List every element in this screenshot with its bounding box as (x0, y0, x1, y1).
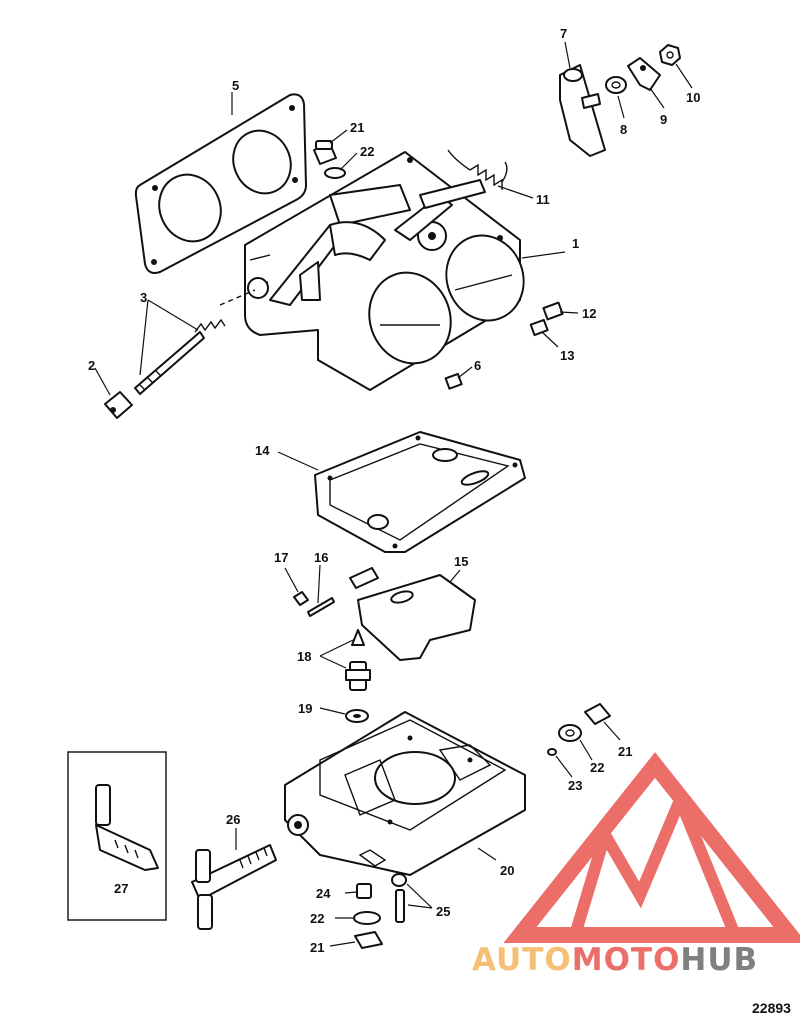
callout-22-bottom: 22 (310, 911, 324, 926)
part-7-bracket (559, 64, 606, 157)
part-22-washer-top (324, 167, 346, 179)
part-14-gasket (314, 431, 526, 553)
callout-19: 19 (298, 701, 312, 716)
part-21-screw-top (313, 140, 337, 165)
callout-11: 11 (536, 192, 550, 207)
part-26-fitting (191, 844, 277, 930)
watermark-hub: HUB (680, 942, 758, 978)
part-18-needle-seat (345, 629, 371, 691)
figure-number: 22893 (752, 1000, 791, 1016)
callout-8: 8 (620, 122, 627, 137)
callout-3: 3 (140, 290, 147, 305)
callout-23: 23 (568, 778, 582, 793)
callout-15: 15 (454, 554, 468, 569)
part-25-screws (391, 873, 407, 923)
watermark-auto: AUTO (472, 942, 572, 978)
part-8-washer (605, 76, 627, 94)
callout-21-right: 21 (618, 744, 632, 759)
callout-26: 26 (226, 812, 240, 827)
part-24-plug (356, 883, 372, 899)
callout-14: 14 (255, 443, 270, 458)
callout-27: 27 (114, 881, 128, 896)
part-19-gasket-ring (345, 709, 369, 723)
part-13-screw (529, 318, 549, 337)
leader-lines (94, 41, 693, 947)
callout-20: 20 (500, 863, 514, 878)
callout-22-top: 22 (360, 144, 374, 159)
callout-12: 12 (582, 306, 596, 321)
callout-6: 6 (474, 358, 481, 373)
part-10-nut (659, 44, 681, 66)
part-21-screw-bottom (354, 931, 383, 949)
part-21-screw-right (584, 703, 611, 725)
part-16-pin (307, 597, 335, 617)
part-20-float-bowl (284, 711, 526, 876)
callout-9: 9 (660, 112, 667, 127)
callout-21-top: 21 (350, 120, 364, 135)
callout-22-right: 22 (590, 760, 604, 775)
callout-16: 16 (314, 550, 328, 565)
callout-5: 5 (232, 78, 239, 93)
part-3-needle-spring (134, 318, 226, 395)
callout-21-bottom: 21 (310, 940, 324, 955)
callout-24: 24 (316, 886, 331, 901)
part-22-washer-bottom (353, 911, 381, 925)
part-17-clip (293, 591, 309, 606)
part-9-lever (627, 57, 661, 91)
callout-25: 25 (436, 904, 450, 919)
part-23-screw-small (547, 748, 557, 756)
callout-7: 7 (560, 26, 567, 41)
svg-text:AUTOMOTOHUB: AUTOMOTOHUB (472, 942, 758, 978)
watermark-triangle-logo (503, 752, 800, 943)
part-11-spring (447, 149, 508, 190)
automotohub-watermark: AUTOMOTOHUB (472, 752, 800, 978)
callout-10: 10 (686, 90, 700, 105)
callout-1: 1 (572, 236, 579, 251)
callout-labels: 1 2 3 5 6 7 8 9 10 11 12 13 21 22 14 15 … (88, 26, 700, 955)
callout-2: 2 (88, 358, 95, 373)
callout-17: 17 (274, 550, 288, 565)
part-6-screw (444, 372, 463, 390)
callout-13: 13 (560, 348, 574, 363)
watermark-moto: MOTO (572, 942, 681, 978)
part-12-screw (542, 301, 564, 321)
part-27-inset (67, 751, 167, 921)
part-15-float (349, 567, 476, 661)
part-2-cap (104, 391, 133, 419)
part-22-washer-right (558, 724, 582, 742)
part-1-throttle-body (219, 151, 525, 391)
part-5-gasket (134, 93, 307, 274)
callout-18: 18 (297, 649, 311, 664)
